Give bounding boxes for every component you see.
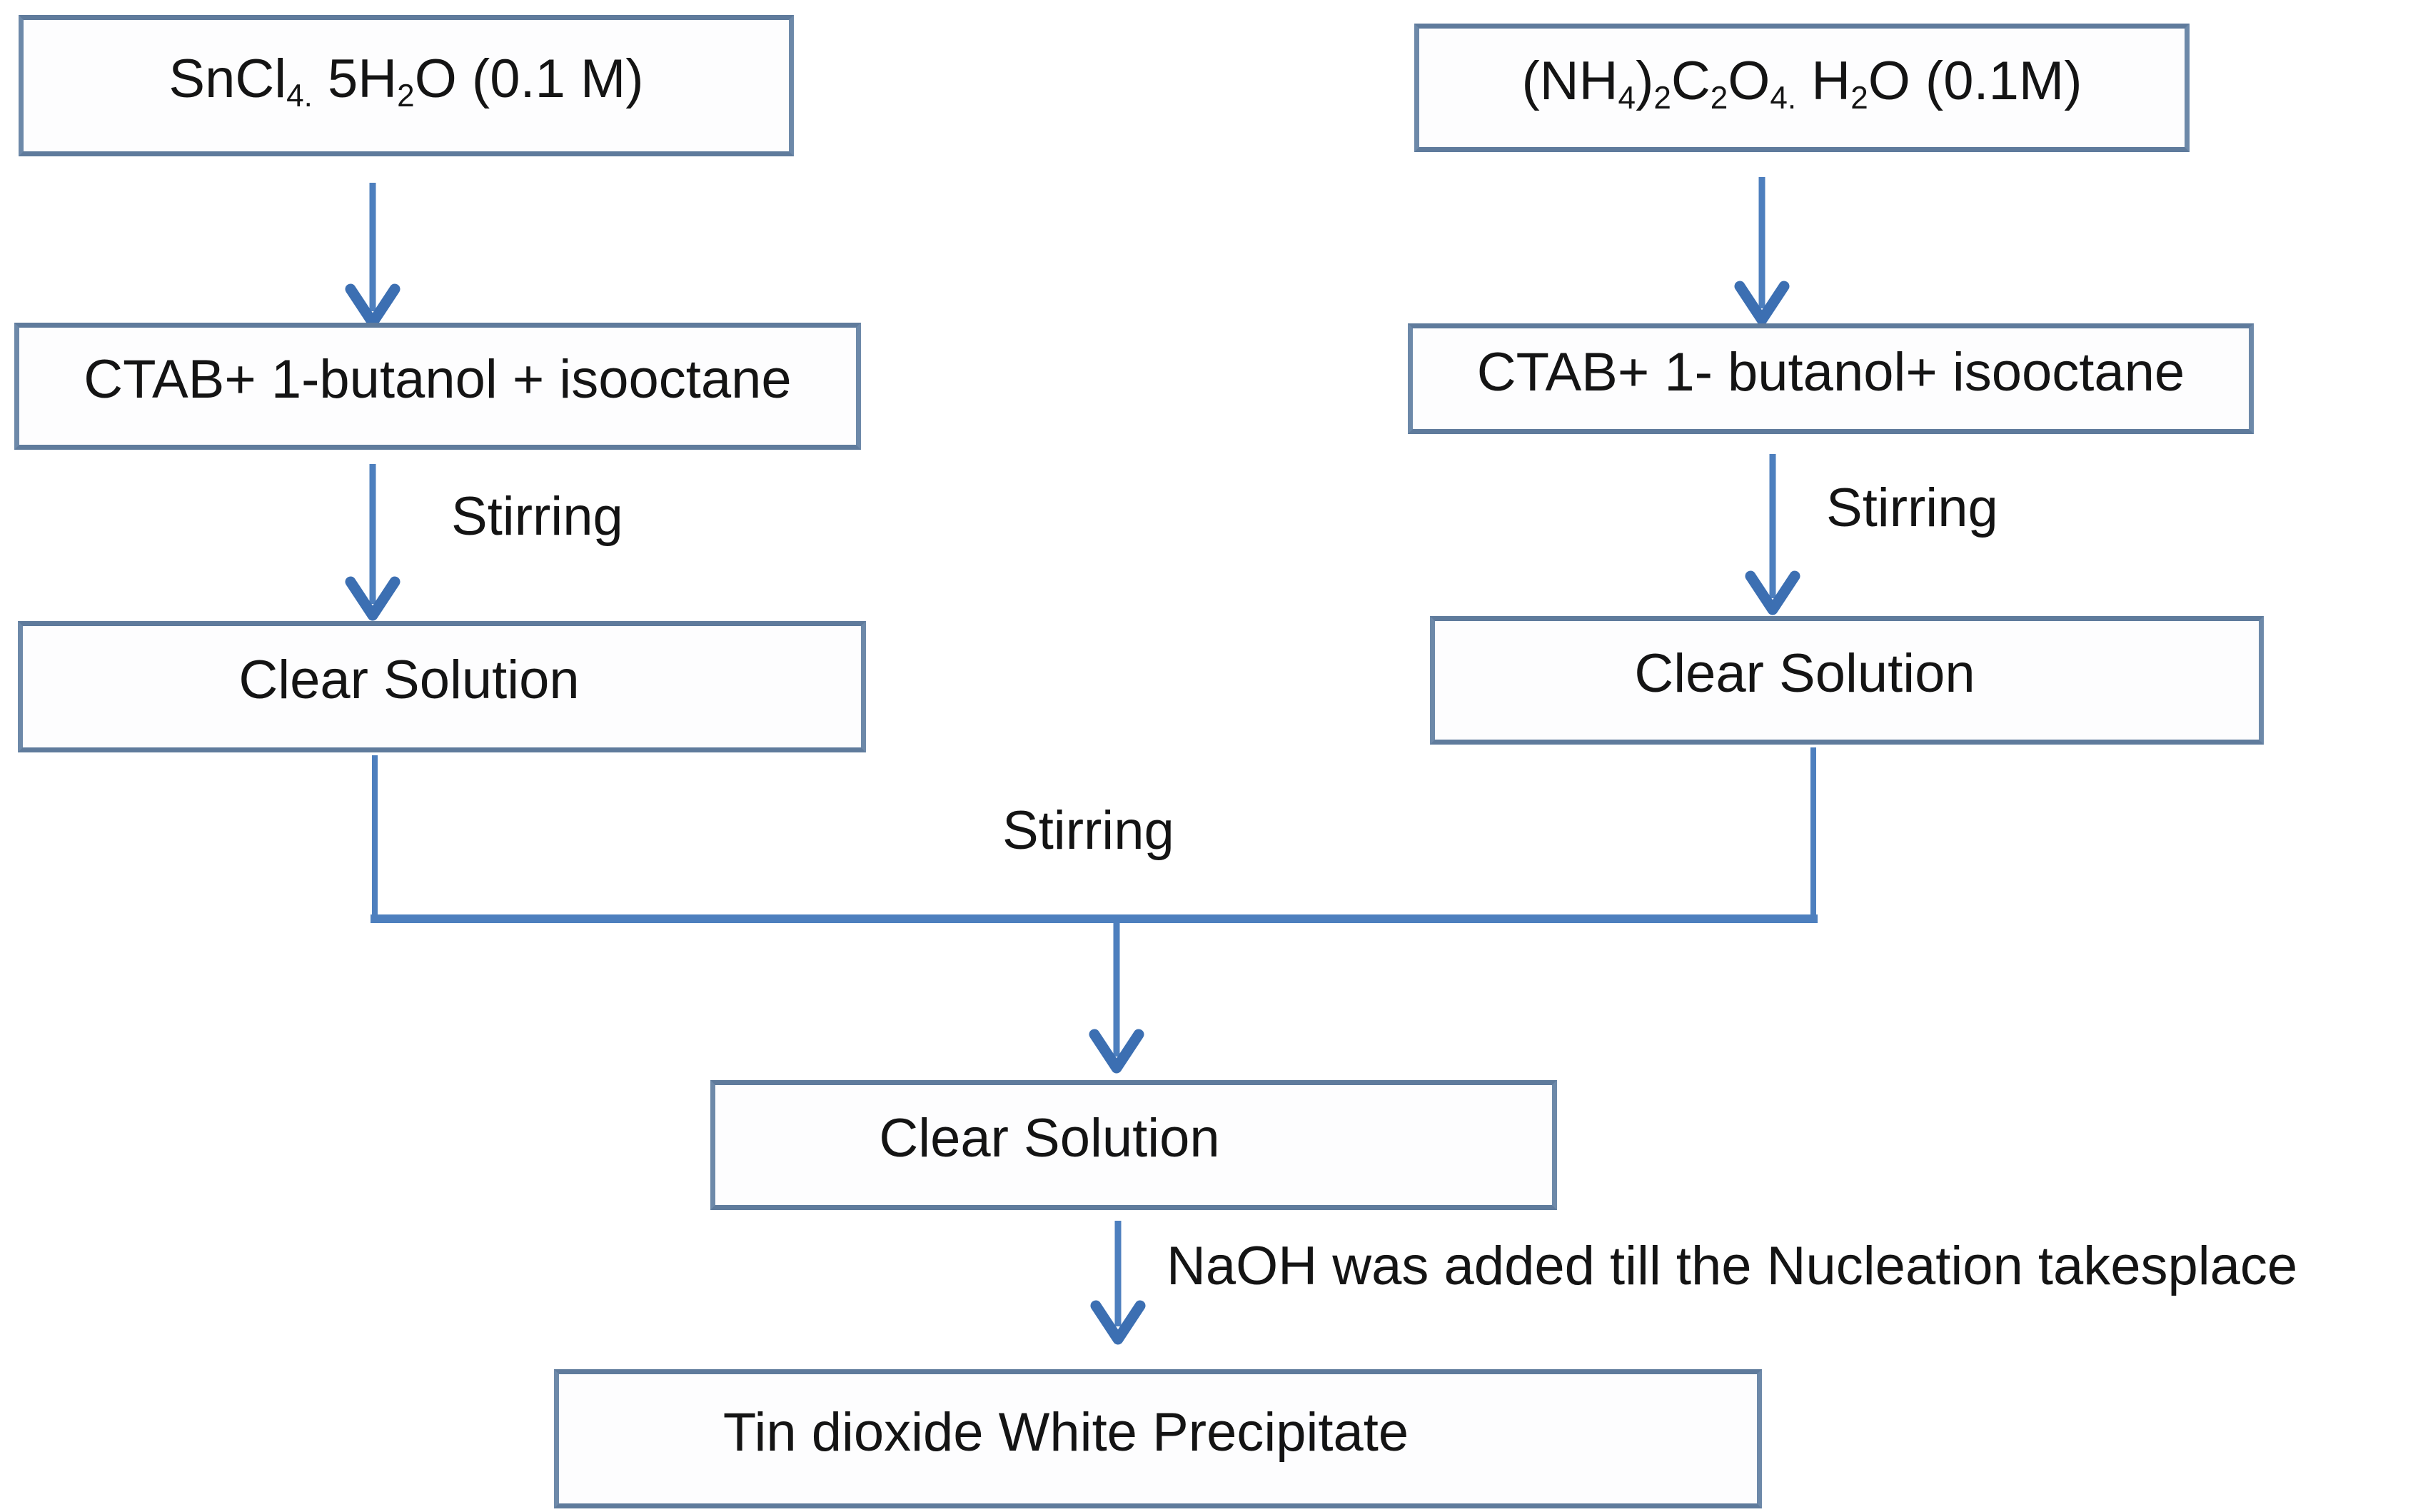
arrow-sncl4-to-ctab-left-head: [345, 283, 401, 328]
node-ctab-mixture-right: CTAB+ 1- butanol+ isooctane: [1408, 323, 2254, 434]
node-tin-dioxide-precipitate-label: Tin dioxide White Precipitate: [722, 1401, 1409, 1463]
node-clear-solution-center: Clear Solution: [710, 1080, 1557, 1210]
node-clear-solution-center-label: Clear Solution: [879, 1108, 1220, 1169]
node-tin-dioxide-precipitate: Tin dioxide White Precipitate: [554, 1369, 1762, 1508]
node-clear-solution-right-label: Clear Solution: [1634, 643, 1975, 705]
node-clear-solution-left: Clear Solution: [18, 621, 866, 752]
node-ctab-mixture-left-label: CTAB+ 1-butanol + isooctane: [84, 349, 792, 410]
node-ammonium-oxalate-label: (NH4)2C2O4. H2O (0.1M): [1521, 51, 2082, 116]
arrow-merge-to-clear-center-head: [1089, 1029, 1144, 1074]
arrow-ammonium-to-ctab-right-head: [1734, 281, 1790, 326]
edge-label-stirring-left: Stirring: [451, 486, 623, 547]
arrow-ctab-left-to-clear-left-head: [345, 576, 401, 621]
arrow-ctab-right-to-clear-right-head: [1745, 570, 1800, 615]
edge-label-stirring-merge: Stirring: [1002, 800, 1174, 861]
node-sncl4-solution: SnCl4. 5H2O (0.1 M): [19, 15, 794, 156]
node-sncl4-label: SnCl4. 5H2O (0.1 M): [168, 49, 644, 114]
node-clear-solution-right: Clear Solution: [1430, 616, 2264, 745]
edge-label-naoh-nucleation: NaOH was added till the Nucleation takes…: [1167, 1236, 2298, 1296]
edge-label-stirring-right: Stirring: [1826, 478, 1998, 538]
node-clear-solution-left-label: Clear Solution: [238, 650, 580, 711]
node-ctab-mixture-right-label: CTAB+ 1- butanol+ isooctane: [1476, 341, 2185, 403]
arrow-clear-center-to-tin-head: [1090, 1300, 1146, 1345]
node-ammonium-oxalate-solution: (NH4)2C2O4. H2O (0.1M): [1414, 24, 2190, 152]
node-ctab-mixture-left: CTAB+ 1-butanol + isooctane: [14, 323, 861, 450]
